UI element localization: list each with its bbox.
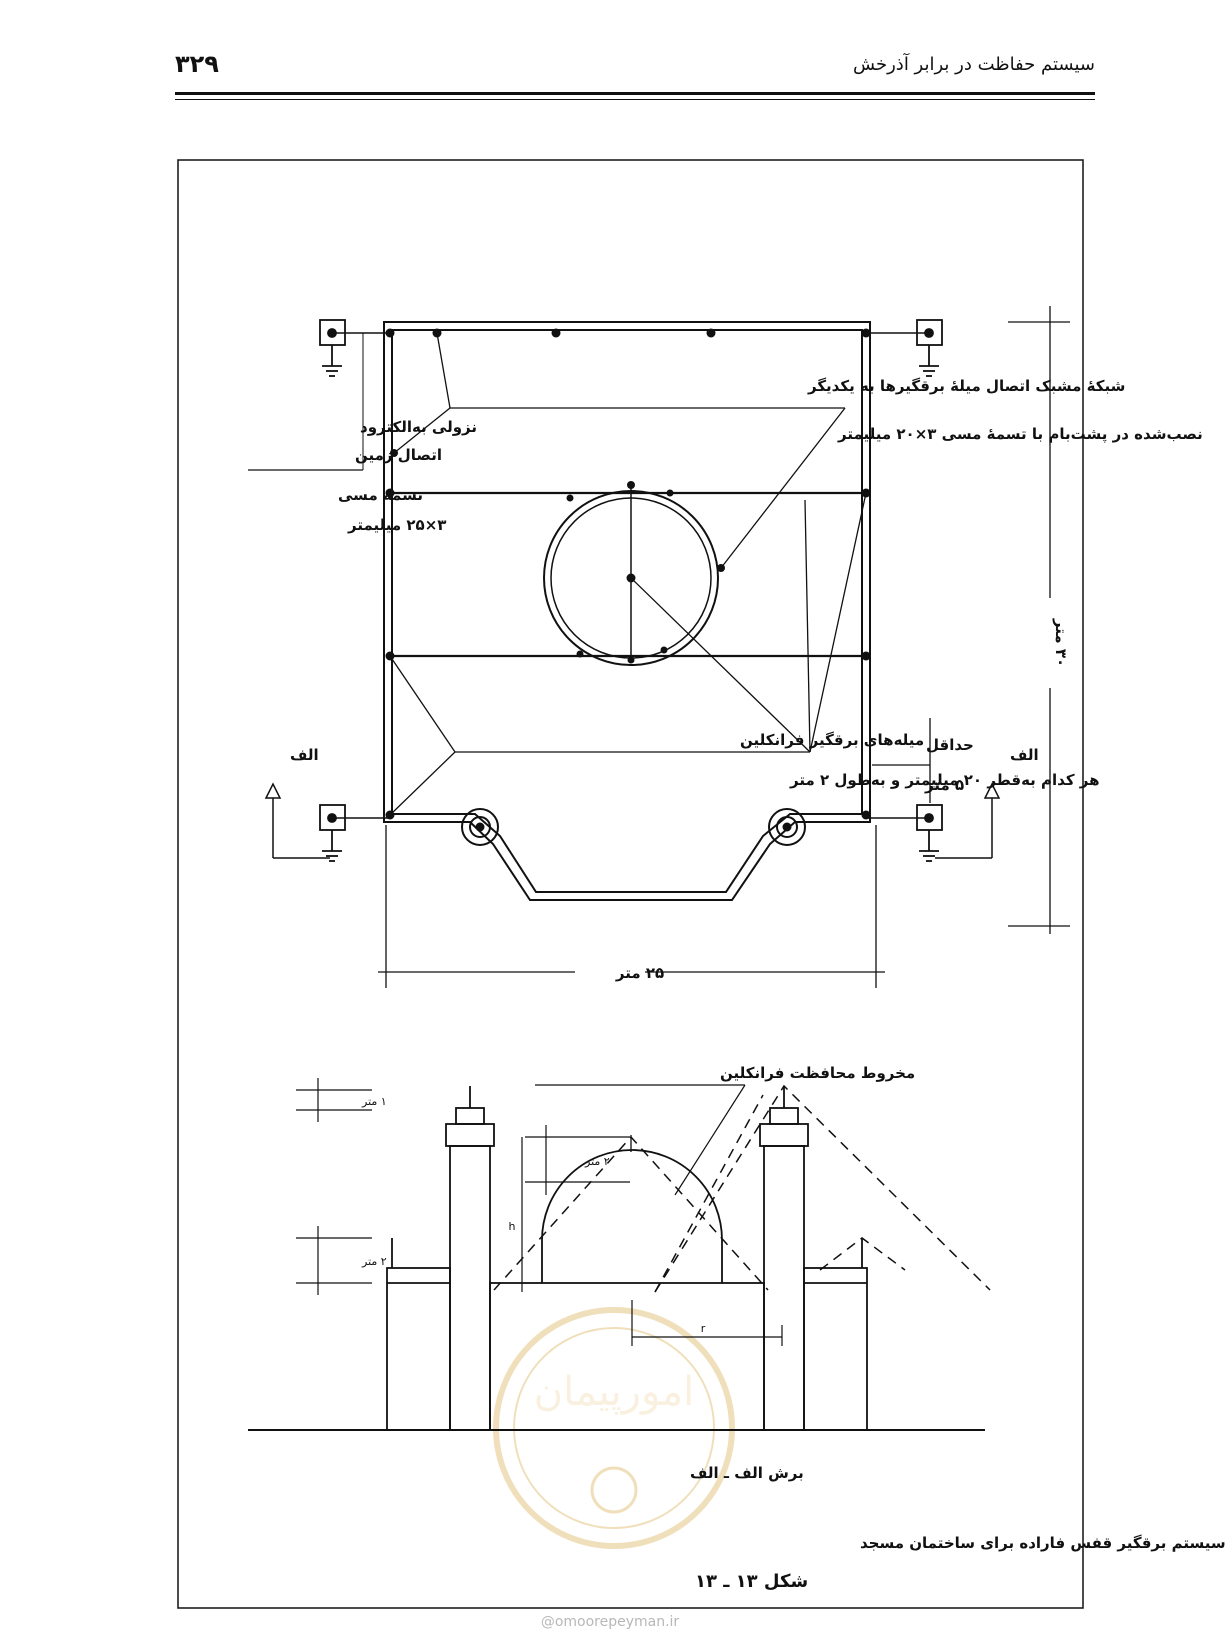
- radius-r-label: r: [701, 1322, 706, 1335]
- cone-label: مخروط محافظت فرانکلین: [720, 1064, 915, 1082]
- cone-label-pointer: [674, 1084, 746, 1196]
- down-conductor-label-line1: نزولی به‌الکترود: [360, 418, 477, 436]
- protection-cones: [493, 1084, 991, 1293]
- down-conductor-label-line2: اتصال زمین: [355, 446, 442, 464]
- minaret-cone-right: [654, 1084, 991, 1293]
- width-dimension-label: ۲۵ متر: [615, 964, 664, 982]
- ground-electrode-top-left: [319, 319, 346, 377]
- watermark-seal: امورپیمان: [493, 1307, 735, 1549]
- plan-view: [330, 321, 928, 901]
- plan-dimension-height: [1008, 306, 1070, 934]
- mesh-label-line1: شبکهٔ مشبک اتصال میلهٔ برقگیرها به یکدیگ…: [807, 377, 1125, 395]
- left-minaret-shaft: [449, 1145, 491, 1431]
- dimension-2m-wing-label: ۲ متر: [361, 1255, 387, 1268]
- section-mark-left-label: الف: [290, 746, 319, 764]
- wing-cone-right: [819, 1237, 906, 1271]
- dimension-2m-dome-label: ۲ متر: [584, 1155, 610, 1168]
- plan-minaret-right: [768, 808, 806, 846]
- watermark-text: امورپیمان: [534, 1369, 694, 1415]
- plan-minaret-left: [461, 808, 499, 846]
- header-rule-thick: [175, 92, 1095, 95]
- left-minaret-balcony: [445, 1123, 495, 1147]
- section-title: برش الف ـ الف: [690, 1464, 804, 1482]
- min-distance-label-line1: حداقل: [926, 736, 974, 754]
- plan-leader-lines: [248, 332, 867, 816]
- ground-electrode-bottom-left: [319, 804, 346, 862]
- strip-label-line1: تسمهٔ مسی: [338, 486, 423, 504]
- page-number: ۳۲۹: [175, 50, 219, 78]
- page-header: سیستم حفاظت در برابر آذرخش ۳۲۹: [175, 50, 1095, 88]
- rods-label-line2: هر کدام به‌قطر ۲۰ میلیمتر و به‌طول ۲ متر: [789, 771, 1100, 789]
- section-marker-left: [264, 782, 330, 859]
- section-mark-right-label: الف: [1010, 746, 1039, 764]
- dome-cone: [493, 1135, 769, 1291]
- strip-label-line2: ۳×۲۵ میلیمتر: [347, 516, 446, 534]
- figure-caption: نمونه و روش نصب سیستم برقگیر قفس فاراده …: [860, 1534, 1228, 1552]
- section-marker-right: [935, 782, 1001, 859]
- ground-electrode-bottom-right: [916, 804, 943, 862]
- figure-number: شکل ۱۳ ـ ۱۳: [695, 1571, 808, 1592]
- height-dimension-label: ۳۰ متر: [1052, 618, 1070, 667]
- right-minaret-shaft: [763, 1145, 805, 1431]
- left-wing: [386, 1267, 451, 1431]
- plan-dimension-min: [872, 718, 931, 803]
- header-rule-thin: [175, 99, 1095, 100]
- ground-electrode-top-right: [916, 319, 943, 377]
- figure-frame: [177, 159, 1084, 1609]
- running-title: سیستم حفاظت در برابر آذرخش: [853, 54, 1095, 75]
- minaret-cone-left-mid: [654, 1094, 764, 1293]
- dome: [541, 1149, 723, 1283]
- dimension-1m-label: ۱ متر: [361, 1095, 387, 1108]
- right-minaret-balcony: [759, 1123, 809, 1147]
- left-minaret-cap: [455, 1107, 485, 1125]
- watermark-footer: @omoorepeyman.ir: [540, 1614, 680, 1630]
- roof-outline-inner: [391, 329, 863, 893]
- plan-dimension-width: [378, 825, 885, 988]
- section-dimensions: [296, 1078, 783, 1346]
- right-minaret-cap: [769, 1107, 799, 1125]
- rods-label-line1: میله‌های برقگیر فرانکلین: [740, 731, 924, 749]
- height-h-label: h: [509, 1220, 516, 1233]
- min-distance-label-line2: ۵ متر: [924, 776, 964, 794]
- right-wing: [803, 1267, 868, 1431]
- section-view: [248, 1086, 985, 1431]
- mesh-label-line2: نصب‌شده در پشت‌بام با تسمهٔ مسی ۳×۲۰ میل…: [837, 425, 1203, 444]
